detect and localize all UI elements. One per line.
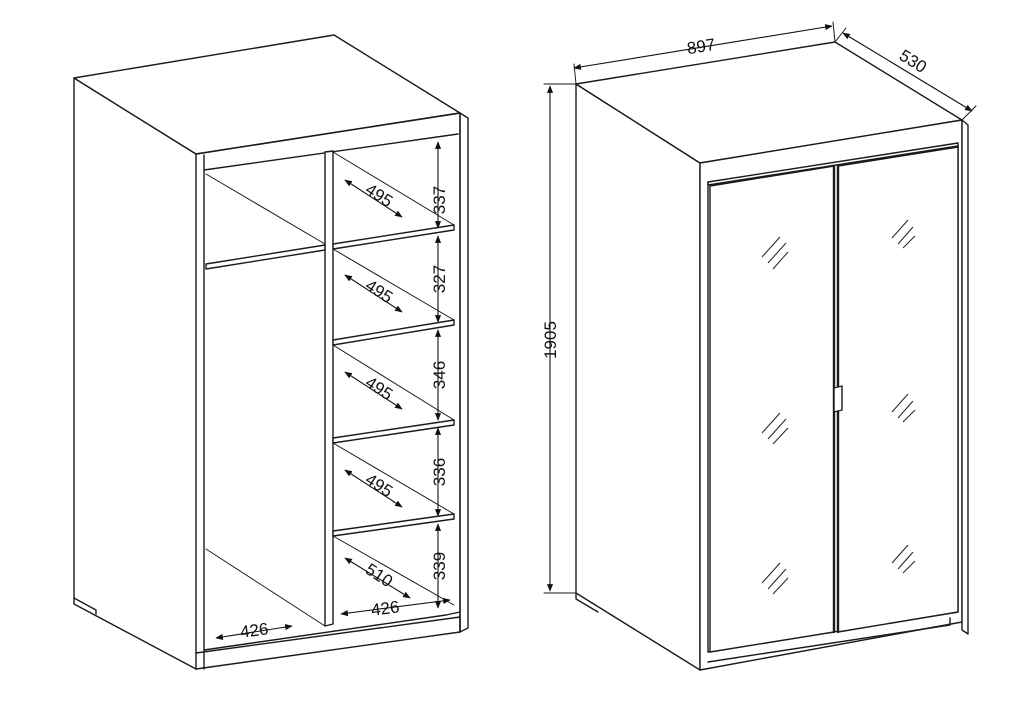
shelf-height-label: 346 — [430, 361, 449, 389]
bottom-right-width-label: 426 — [370, 597, 400, 619]
plinth — [195, 616, 461, 654]
side-panel — [575, 83, 701, 671]
right-mirror-door[interactable] — [837, 146, 959, 633]
left-mirror-door[interactable] — [709, 165, 835, 653]
hanging-shelf — [205, 244, 326, 270]
central-divider — [324, 150, 334, 627]
shelf — [332, 224, 455, 250]
height-label: 1905 — [541, 321, 560, 359]
mirror-glints — [761, 219, 916, 595]
shelf-height-label: 336 — [430, 458, 449, 486]
width-dimension: 897 — [573, 21, 836, 85]
shelf-depth-label: 495 — [362, 373, 396, 404]
height-dimension: 1905 — [541, 83, 577, 594]
front-frame — [195, 112, 461, 670]
width-label: 897 — [686, 35, 717, 58]
closed-wardrobe-view: 897 530 1905 — [541, 21, 977, 671]
hanging-width-label: 426 — [239, 619, 269, 641]
right-side-panel — [459, 112, 469, 633]
left-side-panel — [73, 77, 197, 670]
shelf — [332, 319, 455, 346]
shelf — [332, 419, 455, 444]
shelf-height-label: 339 — [430, 552, 449, 580]
bottom-width-dimensions: 426 426 — [215, 597, 451, 642]
open-wardrobe-view: 337 327 346 336 339 495 495 495 495 510 … — [73, 34, 469, 670]
depth-label: 530 — [896, 46, 930, 77]
shelf-height-label: 327 — [430, 265, 449, 293]
plinth — [707, 617, 951, 663]
shelf-depth-label: 495 — [362, 470, 396, 501]
shelf-height-dimensions: 337 327 346 336 339 — [430, 141, 449, 609]
shelf-height-label: 337 — [430, 186, 449, 214]
door-handle[interactable] — [833, 385, 843, 413]
shelf — [332, 513, 455, 537]
shelf-depth-label: 495 — [362, 180, 396, 211]
shelf-depth-label: 495 — [362, 276, 396, 307]
